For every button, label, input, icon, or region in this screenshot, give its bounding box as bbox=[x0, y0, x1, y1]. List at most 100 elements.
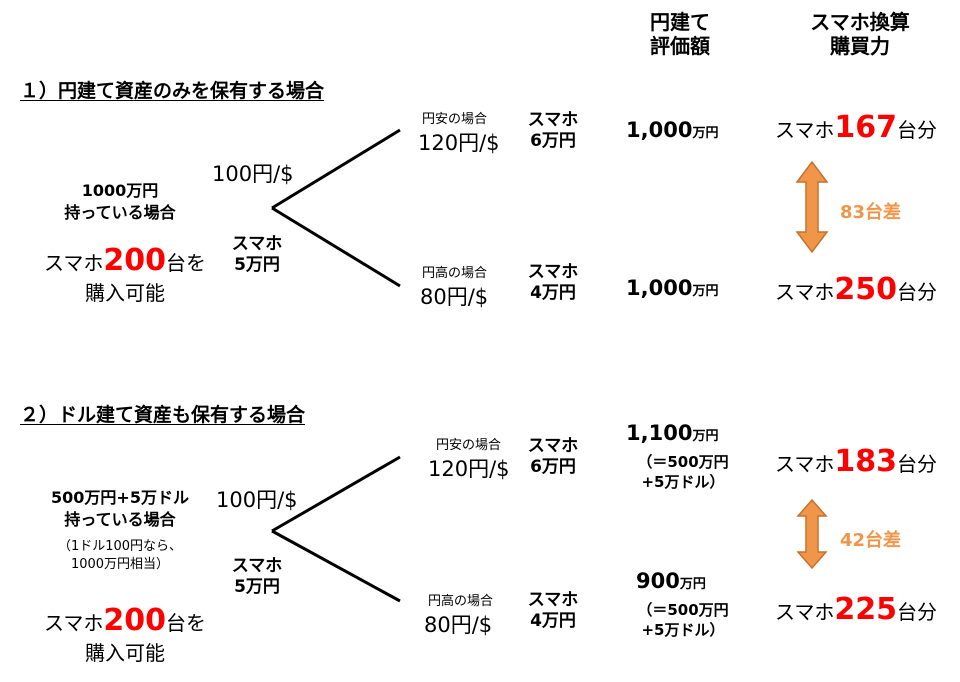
section1-weak-valuation-unit: 万円 bbox=[692, 126, 719, 141]
section2-weak-rate: 120円/$ bbox=[428, 457, 510, 481]
section1-strong-rate: 80円/$ bbox=[420, 285, 489, 309]
section2-strong-valuation-note: （＝500万円 +5万ドル） bbox=[616, 600, 750, 640]
section1-base-phone-value: 5万円 bbox=[234, 255, 280, 275]
section2-base-phone-value: 5万円 bbox=[234, 577, 280, 597]
section1-capacity: スマホ200台を 購入可能 bbox=[30, 246, 220, 308]
section1-capacity-suffix: 台を bbox=[166, 251, 207, 275]
section1-capacity-number: 200 bbox=[103, 243, 167, 278]
section1-capacity-prefix: スマホ bbox=[43, 251, 104, 275]
section1-strong-phone-label: スマホ bbox=[527, 262, 579, 282]
section2-strong-valuation: 900万円 bbox=[636, 569, 706, 593]
section1-weak-buy-number: 167 bbox=[834, 110, 898, 145]
section1-weak-buy-prefix: スマホ bbox=[775, 118, 835, 142]
section2-strong-phone-label: スマホ bbox=[527, 590, 579, 610]
section1-strong-label: 円高の場合 bbox=[422, 266, 488, 281]
section2-holding-amount: 500万円+5万ドル bbox=[51, 488, 189, 507]
section1-strong-valuation-number: 1,000 bbox=[626, 276, 693, 300]
section2-capacity-prefix: スマホ bbox=[43, 611, 104, 635]
section2-base-phone-label: スマホ bbox=[231, 556, 283, 576]
section2-weak-valuation-note: （＝500万円 +5万ドル） bbox=[616, 452, 750, 492]
section2-holding: 500万円+5万ドル 持っている場合 bbox=[22, 487, 218, 531]
section1-holding-label: 持っている場合 bbox=[64, 203, 176, 222]
section2-strong-buy-prefix: スマホ bbox=[775, 600, 835, 624]
branch-line-strong-yen-1 bbox=[271, 206, 401, 288]
section1-strong-valuation: 1,000万円 bbox=[626, 276, 718, 300]
section1-strong-phone-price: スマホ 4万円 bbox=[520, 262, 586, 304]
section1-strong-buy-prefix: スマホ bbox=[775, 280, 835, 304]
section1-weak-phone-label: スマホ bbox=[527, 110, 579, 130]
section2-title: ２）ドル建て資産も保有する場合 bbox=[20, 404, 306, 426]
section2-weak-note-line1: （＝500万円 bbox=[637, 453, 729, 471]
section2-capacity-number: 200 bbox=[103, 603, 167, 638]
section2-strong-phone-value: 4万円 bbox=[530, 611, 576, 631]
section1-holding: 1000万円 持っている場合 bbox=[40, 180, 200, 224]
section2-weak-phone-label: スマホ bbox=[527, 436, 579, 456]
section2-strong-note-line2: +5万ドル） bbox=[641, 621, 725, 639]
section1-base-phone-price: スマホ 5万円 bbox=[222, 234, 292, 276]
section1-holding-amount: 1000万円 bbox=[81, 181, 159, 200]
section2-strong-note-line1: （＝500万円 bbox=[637, 601, 729, 619]
section1-weak-valuation-number: 1,000 bbox=[626, 118, 693, 142]
branch-line-strong-yen-2 bbox=[271, 529, 401, 603]
branch-line-weak-yen-2 bbox=[271, 455, 401, 533]
header-purchasing-line2: 購買力 bbox=[830, 34, 890, 58]
header-yen-valuation: 円建て 評価額 bbox=[630, 10, 730, 58]
section1-weak-label: 円安の場合 bbox=[422, 112, 488, 127]
section2-strong-label: 円高の場合 bbox=[428, 594, 494, 609]
section2-strong-rate: 80円/$ bbox=[424, 613, 493, 637]
section2-capacity-line2: 購入可能 bbox=[85, 641, 165, 665]
section2-strong-purchasing: スマホ225台分 bbox=[775, 592, 937, 627]
difference-arrow-1 bbox=[795, 160, 829, 254]
section2-capacity: スマホ200台を 購入可能 bbox=[30, 606, 220, 668]
difference-arrow-2 bbox=[796, 498, 828, 570]
section1-base-phone-label: スマホ bbox=[231, 234, 283, 254]
section2-holding-note: （1ドル100円なら、 1000万円相当） bbox=[22, 538, 218, 574]
section2-weak-valuation-unit: 万円 bbox=[692, 429, 719, 444]
section2-holding-label: 持っている場合 bbox=[64, 510, 176, 529]
header-smartphone-purchasing-power: スマホ換算 購買力 bbox=[790, 10, 930, 58]
section2-strong-buy-suffix: 台分 bbox=[897, 600, 938, 624]
section1-strong-phone-value: 4万円 bbox=[530, 283, 576, 303]
section2-weak-valuation-number: 1,100 bbox=[626, 421, 693, 445]
section2-weak-buy-number: 183 bbox=[834, 444, 898, 479]
section2-weak-buy-suffix: 台分 bbox=[897, 452, 938, 476]
section1-weak-valuation: 1,000万円 bbox=[626, 118, 718, 142]
section2-difference: 42台差 bbox=[840, 530, 902, 551]
section1-strong-buy-suffix: 台分 bbox=[897, 280, 938, 304]
section1-base-rate: 100円/$ bbox=[212, 162, 294, 186]
section2-base-phone-price: スマホ 5万円 bbox=[222, 556, 292, 598]
section2-weak-label: 円安の場合 bbox=[436, 438, 502, 453]
section1-weak-purchasing: スマホ167台分 bbox=[775, 110, 937, 145]
branch-line-weak-yen-1 bbox=[271, 128, 401, 210]
section1-strong-valuation-unit: 万円 bbox=[692, 284, 719, 299]
section2-strong-phone-price: スマホ 4万円 bbox=[520, 590, 586, 632]
section2-strong-valuation-number: 900 bbox=[636, 569, 680, 593]
section1-capacity-line2: 購入可能 bbox=[85, 281, 165, 305]
section2-holding-note-line2: 1000万円相当） bbox=[70, 557, 170, 572]
section2-weak-phone-value: 6万円 bbox=[530, 457, 576, 477]
header-purchasing-line1: スマホ換算 bbox=[810, 10, 910, 34]
section1-strong-purchasing: スマホ250台分 bbox=[775, 272, 937, 307]
branch-lines-section1 bbox=[271, 128, 401, 288]
header-yen-valuation-line1: 円建て bbox=[650, 10, 710, 34]
branch-lines-section2 bbox=[271, 455, 401, 603]
section2-strong-buy-number: 225 bbox=[834, 592, 898, 627]
section2-capacity-suffix: 台を bbox=[166, 611, 207, 635]
section2-weak-phone-price: スマホ 6万円 bbox=[520, 436, 586, 478]
section1-weak-phone-price: スマホ 6万円 bbox=[520, 110, 586, 152]
section2-holding-note-line1: （1ドル100円なら、 bbox=[57, 539, 183, 554]
section1-strong-buy-number: 250 bbox=[834, 272, 898, 307]
section1-weak-buy-suffix: 台分 bbox=[897, 118, 938, 142]
header-yen-valuation-line2: 評価額 bbox=[650, 34, 710, 58]
section2-weak-purchasing: スマホ183台分 bbox=[775, 444, 937, 479]
section2-weak-valuation: 1,100万円 bbox=[626, 421, 718, 445]
section1-title: １）円建て資産のみを保有する場合 bbox=[20, 80, 325, 102]
section1-weak-rate: 120円/$ bbox=[418, 131, 500, 155]
section2-base-rate: 100円/$ bbox=[216, 488, 298, 512]
section2-strong-valuation-unit: 万円 bbox=[679, 577, 706, 592]
section1-difference: 83台差 bbox=[840, 202, 902, 223]
section1-weak-phone-value: 6万円 bbox=[530, 131, 576, 151]
section2-weak-note-line2: +5万ドル） bbox=[641, 473, 725, 491]
section2-weak-buy-prefix: スマホ bbox=[775, 452, 835, 476]
